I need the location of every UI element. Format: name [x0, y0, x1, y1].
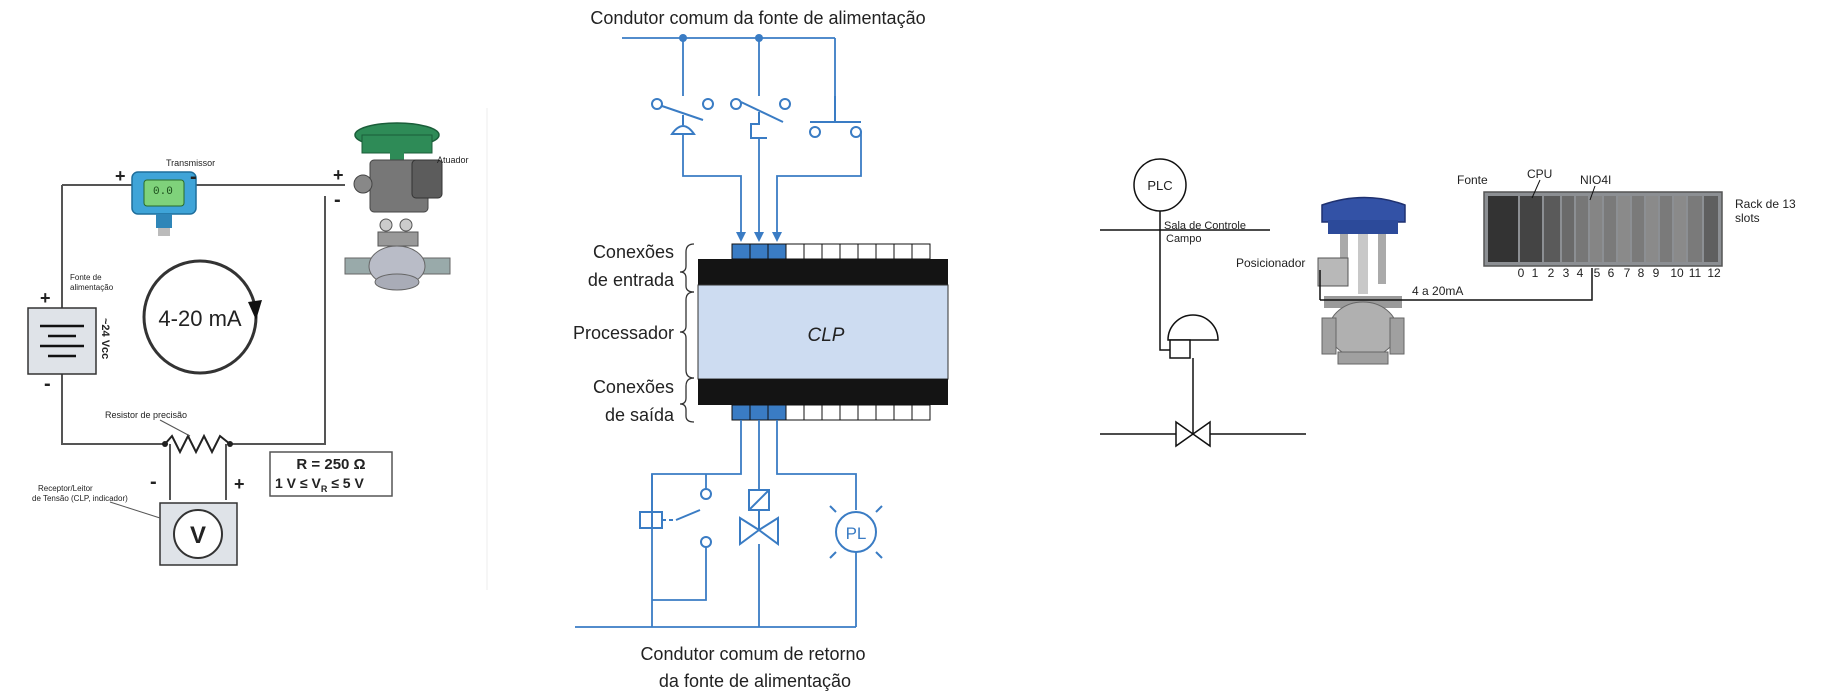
power-supply-icon [27, 307, 97, 375]
transmitter-display: 0.0 [153, 186, 173, 198]
relay-contact-icon [639, 488, 712, 548]
slot-number: 10 [1670, 266, 1684, 280]
loop-arrow-icon [248, 300, 262, 320]
transmitter-plus: + [115, 166, 126, 186]
actuator-minus: - [334, 189, 341, 211]
slot-number: 6 [1608, 266, 1615, 280]
receiver-label-line1: Receptor/Leitor [38, 484, 93, 493]
processor-block [697, 284, 949, 380]
signal-wire [1320, 268, 1593, 301]
transmitter-icon [131, 171, 197, 236]
nio4i-module-label: NIO4I [1580, 173, 1611, 187]
processor-label: Processador [573, 323, 674, 343]
pilot-lamp-label: PL [846, 524, 867, 543]
rack-label-line2: slots [1735, 211, 1760, 225]
formula-voltage-b: ≤ 5 V [327, 475, 364, 491]
input-connections-label-line2: de entrada [588, 270, 675, 290]
rack-label-line1: Rack de 13 [1735, 197, 1796, 211]
voltmeter-symbol: V [190, 522, 206, 549]
slot-number: 2 [1548, 266, 1555, 280]
input-terminal-strip [731, 243, 931, 260]
slot-number: 0 [1518, 266, 1525, 280]
transmitter-minus: - [190, 166, 197, 188]
voltmeter-icon [173, 509, 223, 559]
output-connections-label-line2: de saída [605, 405, 675, 425]
formula-voltage-a: 1 V ≤ V [275, 475, 321, 491]
signal-label: 4 a 20mA [1412, 284, 1463, 298]
process-switch-icon [730, 98, 791, 139]
panel-current-loop: 0.0 Transmissor + - Atuador + - [27, 108, 488, 590]
formula-box [269, 451, 393, 497]
loop-wire-right [230, 196, 326, 445]
receiver-plus: + [234, 474, 245, 494]
panel-plc-io: Condutor comum da fonte de alimentação [573, 8, 949, 691]
top-common-conductor-title: Condutor comum da fonte de alimentação [590, 8, 925, 28]
formula-voltage-sub: R [321, 484, 328, 494]
slot-number: 11 [1689, 266, 1702, 280]
formula-voltage-range: 1 V ≤ VR ≤ 5 V [275, 475, 364, 494]
positioner-label: Posicionador [1236, 256, 1305, 270]
output-connections-label-line1: Conexões [593, 377, 674, 397]
slot-number: 12 [1707, 266, 1721, 280]
transmitter-label: Transmissor [166, 158, 215, 168]
panel-plc-rack: PLC Sala de Controle Campo Posicionador … [1100, 158, 1796, 448]
slot-number: 7 [1624, 266, 1631, 280]
control-valve-icon [1317, 196, 1406, 365]
slot-number: 1 [1532, 266, 1539, 280]
actuator-valve-icon [344, 122, 451, 291]
slot-numbers: 0 1 2 3 4 5 6 7 8 9 10 11 12 [1518, 266, 1721, 280]
slot-number: 5 [1594, 266, 1601, 280]
supply-plus: + [40, 288, 51, 308]
plc-label: PLC [1147, 178, 1172, 193]
field-label: Campo [1166, 233, 1201, 245]
slot-number: 8 [1638, 266, 1645, 280]
loop-wire-bottom-left [61, 374, 165, 445]
supply-voltage: ~24 Vcc [99, 318, 111, 359]
control-room-label: Sala de Controle [1164, 220, 1246, 232]
slot-number: 4 [1577, 266, 1584, 280]
supply-label-line2: alimentação [70, 283, 114, 292]
supply-minus: - [44, 373, 51, 395]
output-connection-bar [698, 379, 948, 405]
control-valve-symbol [1175, 420, 1195, 448]
plc-rack-icon [1483, 191, 1723, 267]
slot-number: 3 [1563, 266, 1570, 280]
positioner-symbol [1169, 339, 1191, 359]
power-supply-module-label: Fonte [1457, 173, 1488, 187]
solenoid-valve-icon [739, 489, 779, 546]
push-button-nc-icon [809, 96, 862, 138]
precision-resistor-icon [164, 433, 231, 455]
push-button-no-icon [651, 98, 714, 135]
output-terminal-strip [731, 404, 931, 421]
cpu-module-label: CPU [1527, 167, 1552, 181]
actuator-label: Atuador [437, 155, 469, 165]
receiver-minus: - [150, 471, 157, 493]
bottom-return-conductor-line2: da fonte de alimentação [659, 671, 851, 691]
input-connections-label-line1: Conexões [593, 242, 674, 262]
loop-current-label: 4-20 mA [158, 306, 241, 331]
resistor-label: Resistor de precisão [105, 410, 187, 420]
bottom-return-conductor-line1: Condutor comum de retorno [640, 644, 865, 664]
pilot-lamp-icon [829, 505, 883, 559]
formula-resistance: R = 250 Ω [296, 456, 365, 473]
clp-label: CLP [808, 325, 845, 346]
supply-label-line1: Fonte de [70, 273, 102, 282]
actuator-plus: + [333, 165, 344, 185]
input-connection-bar [698, 259, 948, 285]
slot-number: 9 [1653, 266, 1660, 280]
valve-actuator-symbol [1167, 314, 1219, 341]
receiver-label-line2: de Tensão (CLP, indicador) [32, 494, 128, 503]
